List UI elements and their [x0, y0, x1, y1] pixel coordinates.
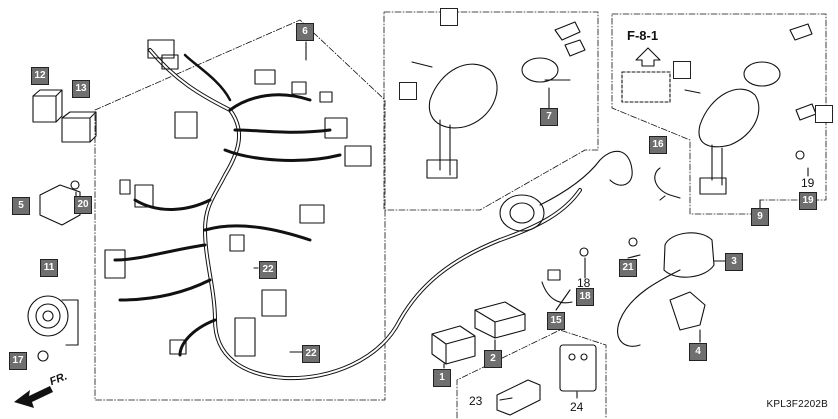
- blank-callout-ignition-left: [399, 82, 417, 100]
- callout-2: 2: [484, 350, 502, 368]
- blank-callout-f81-left: [673, 61, 691, 79]
- callout-9: 9: [751, 208, 769, 226]
- callout-18: 18: [576, 288, 594, 306]
- label-24: 24: [570, 400, 584, 414]
- callout-12: 12: [31, 67, 49, 85]
- diagram-reference-code: KPL3F2202B: [766, 399, 828, 410]
- callout-1: 1: [433, 369, 451, 387]
- label-18: 18: [577, 276, 591, 290]
- harness-group-outline: [94, 19, 386, 401]
- callout-17: 17: [9, 352, 27, 370]
- callout-15: 15: [547, 312, 565, 330]
- lower-box-outline: [456, 329, 607, 419]
- callout-22-lower: 22: [302, 345, 320, 363]
- harness-trunk: [148, 48, 582, 381]
- callout-19: 19: [799, 192, 817, 210]
- callout-11: 11: [40, 259, 58, 277]
- label-23: 23: [469, 394, 483, 408]
- blank-callout-ignition-top: [440, 8, 458, 26]
- callout-7: 7: [540, 108, 558, 126]
- label-19: 19: [801, 176, 815, 190]
- callout-22-upper: 22: [259, 261, 277, 279]
- view-label-f81: F-8-1: [627, 28, 659, 43]
- callout-6: 6: [296, 23, 314, 41]
- front-arrow-icon: [14, 386, 53, 408]
- blank-callout-f81-right: [815, 105, 833, 123]
- callout-5: 5: [12, 197, 30, 215]
- f81-group-outline: [611, 13, 827, 215]
- callout-13: 13: [72, 80, 90, 98]
- ignition-group-outline: [383, 11, 599, 211]
- callout-20: 20: [74, 196, 92, 214]
- callout-3: 3: [725, 253, 743, 271]
- callout-16: 16: [649, 136, 667, 154]
- callout-21: 21: [619, 259, 637, 277]
- callout-4: 4: [689, 343, 707, 361]
